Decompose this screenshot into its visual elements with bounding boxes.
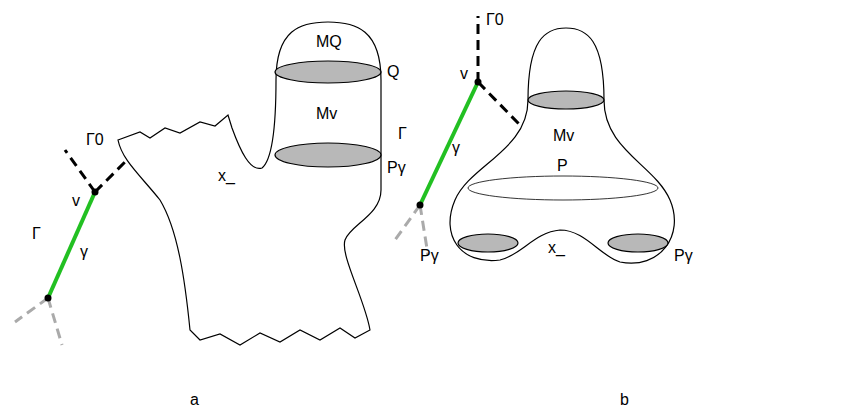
boundary-label: P: [557, 158, 568, 174]
panel-label: a: [190, 392, 199, 408]
graph-label: Γ: [398, 126, 407, 142]
edge-label: γ: [452, 140, 460, 156]
point-label: x_: [218, 168, 235, 184]
surface-label: Mv: [553, 128, 574, 144]
surface-a: [118, 22, 381, 345]
panel-label: b: [620, 392, 629, 408]
graph-label: Γ: [32, 226, 41, 242]
vertex-label: v: [72, 193, 80, 209]
surface-b: [450, 28, 674, 263]
boundary-label: Pγ: [674, 248, 693, 264]
point-label: x_: [548, 240, 565, 256]
boundary-label: Q: [387, 64, 399, 80]
surface-label: Mv: [316, 106, 337, 122]
edge-label: γ: [80, 244, 88, 260]
surface-label: MQ: [316, 34, 342, 50]
graph-label: Γ0: [86, 132, 104, 148]
vertex-label: v: [460, 66, 468, 82]
graph-label: Γ0: [486, 12, 504, 28]
graph-a: [15, 150, 135, 345]
boundary-label: Pγ: [420, 248, 439, 264]
boundary-label: Pγ: [387, 160, 406, 176]
